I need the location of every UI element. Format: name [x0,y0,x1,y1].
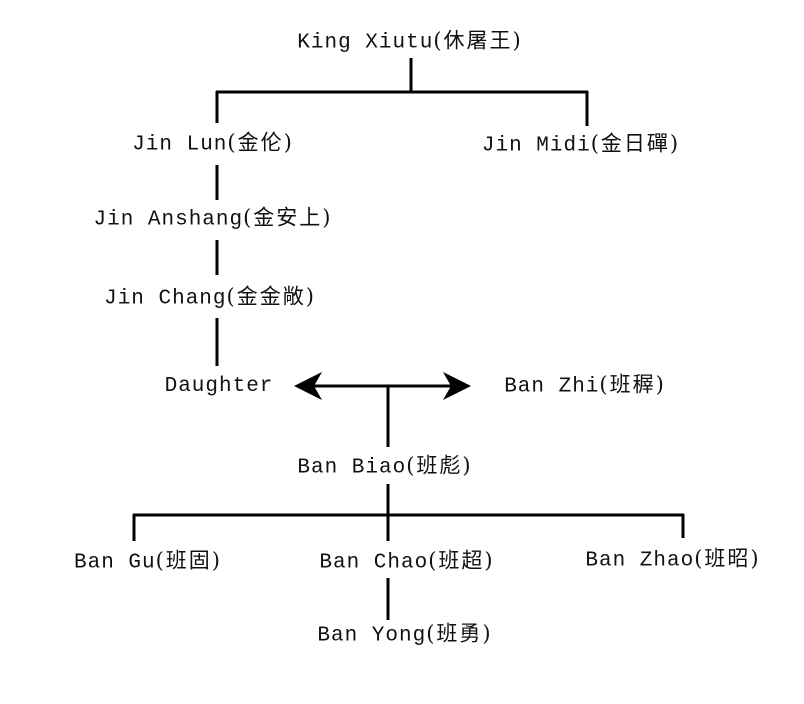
node-chinese-name: (班勇) [426,621,493,646]
node-name: King Xiutu [297,31,434,55]
node-daughter: Daughter [165,374,274,400]
node-ban-gu: Ban Gu(班固) [74,548,222,577]
node-name: Ban Zhao [585,549,695,573]
node-name: Ban Zhi [504,375,600,399]
node-name: Ban Chao [319,551,429,575]
node-name: Ban Biao [297,456,407,480]
node-name: Jin Chang [104,287,227,311]
node-ban-zhi: Ban Zhi(班稺) [504,372,666,401]
node-name: Jin Anshang [93,208,244,232]
node-chinese-name: (金伦) [227,130,294,155]
node-king-xiutu: King Xiutu(休屠王) [297,28,522,57]
node-ban-biao: Ban Biao(班彪) [297,453,472,482]
node-ban-chao: Ban Chao(班超) [319,548,494,577]
node-name: Jin Lun [132,133,228,157]
node-chinese-name: (休屠王) [433,28,523,53]
node-chinese-name: (班超) [428,548,495,573]
node-name: Ban Yong [317,624,427,648]
node-chinese-name: (金安上) [243,205,333,230]
node-ban-zhao: Ban Zhao(班昭) [585,546,760,575]
node-chinese-name: (金日磾) [590,131,681,156]
node-chinese-name: (班稺) [599,372,666,397]
node-jin-midi: Jin Midi(金日磾) [482,131,680,160]
node-chinese-name: (班彪) [406,453,473,478]
node-chinese-name: (班昭) [694,546,761,571]
node-chinese-name: (金金敞) [226,284,316,309]
arrowhead-right [443,372,471,400]
node-name: Jin Midi [481,134,591,158]
node-name: Ban Gu [73,551,156,575]
node-jin-lun: Jin Lun(金伦) [132,130,294,159]
node-ban-yong: Ban Yong(班勇) [317,621,492,650]
node-chinese-name: (班固) [155,548,223,573]
arrowhead-left [294,372,322,400]
node-name: Daughter [164,375,274,398]
node-jin-chang: Jin Chang(金金敞) [104,284,316,313]
node-jin-anshang: Jin Anshang(金安上) [93,205,332,234]
